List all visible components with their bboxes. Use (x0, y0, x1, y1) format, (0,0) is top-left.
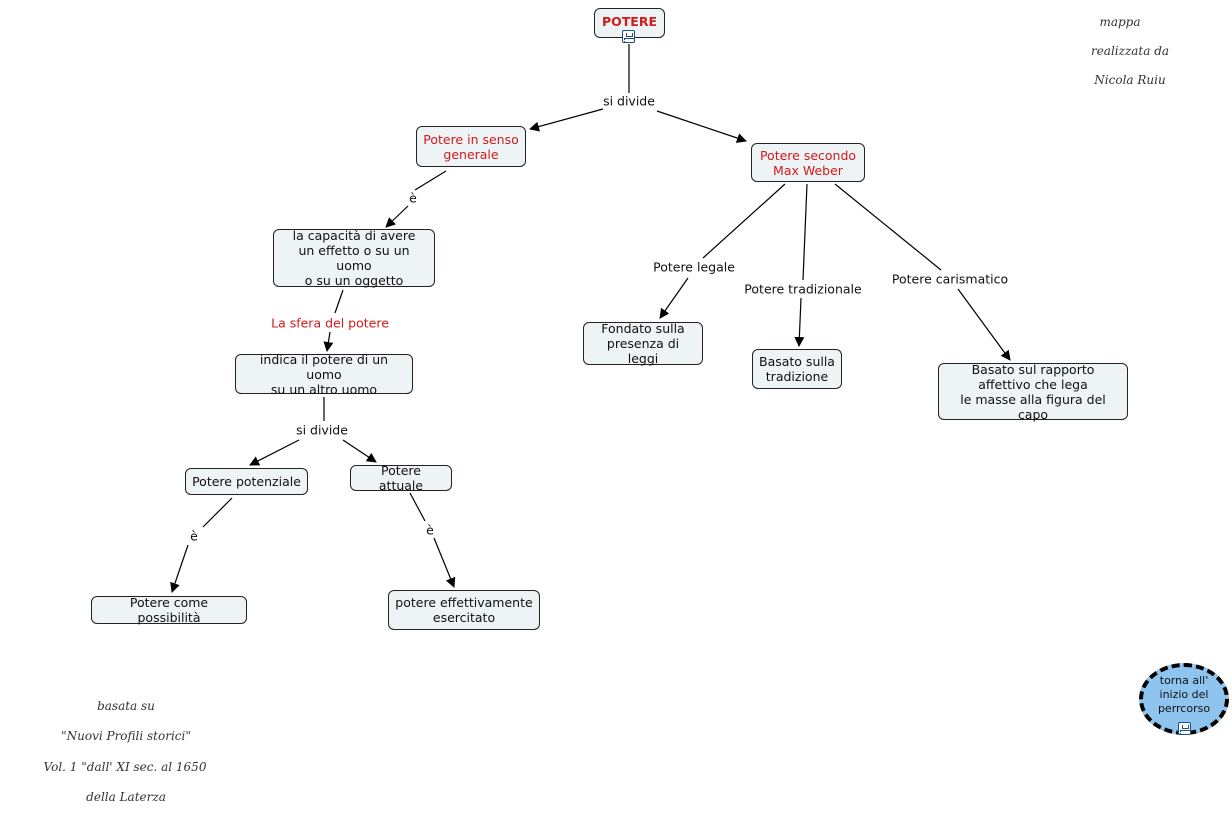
link-label-e-2: è (187, 528, 201, 544)
link-label-potere-legale: Potere legale (650, 259, 738, 275)
author-note-line-1: mappa (1099, 15, 1141, 29)
node-basato-rapporto[interactable]: Basato sul rapporto affettivo che lega l… (938, 362, 1128, 422)
author-note-line-2: realizzata da (1090, 44, 1170, 58)
concept-map-icon[interactable] (1178, 722, 1191, 735)
node-indica-potere[interactable]: indica il potere di un uomo su un altro … (235, 352, 413, 397)
link-label-si-divide-mid: si divide (293, 422, 351, 438)
node-potere-max-weber[interactable]: Potere secondo Max Weber (751, 143, 865, 182)
node-potere-senso-generale[interactable]: Potere in senso generale (416, 126, 526, 167)
source-note-line-3: Vol. 1 "dall' XI sec. al 1650 (43, 760, 207, 774)
node-capacita-effetto[interactable]: la capacità di avere un effetto o su un … (273, 228, 435, 288)
source-note-line-1: basata su (97, 699, 155, 713)
node-potere-attuale[interactable]: Potere attuale (350, 463, 452, 493)
node-basato-tradizione[interactable]: Basato sulla tradizione (752, 349, 842, 389)
source-note-line-2: "Nuovi Profili storici" (61, 729, 191, 743)
node-potere-possibilita[interactable]: Potere come possibilità (91, 595, 247, 625)
back-to-start-label: torna all' inizio del perrcorso (1157, 674, 1211, 715)
link-label-sfera-del-potere: La sfera del potere (268, 315, 392, 331)
node-potere-potenziale[interactable]: Potere potenziale (185, 468, 308, 495)
link-label-e-1: è (406, 190, 420, 206)
link-label-potere-tradizionale: Potere tradizionale (741, 281, 865, 297)
back-to-start-button[interactable]: torna all' inizio del perrcorso (1139, 663, 1229, 735)
link-label-potere-carismatico: Potere carismatico (888, 271, 1012, 287)
node-fondato-leggi[interactable]: Fondato sulla presenza di leggi (583, 321, 703, 366)
link-label-si-divide-top: si divide (600, 93, 658, 109)
source-note-line-4: della Laterza (86, 790, 166, 804)
node-potere-effettivo[interactable]: potere effettivamente esercitato (388, 590, 540, 630)
link-label-e-3: è (423, 522, 437, 538)
concept-map-icon[interactable] (622, 30, 635, 43)
author-note-line-3: Nicola Ruiu (1094, 73, 1166, 87)
